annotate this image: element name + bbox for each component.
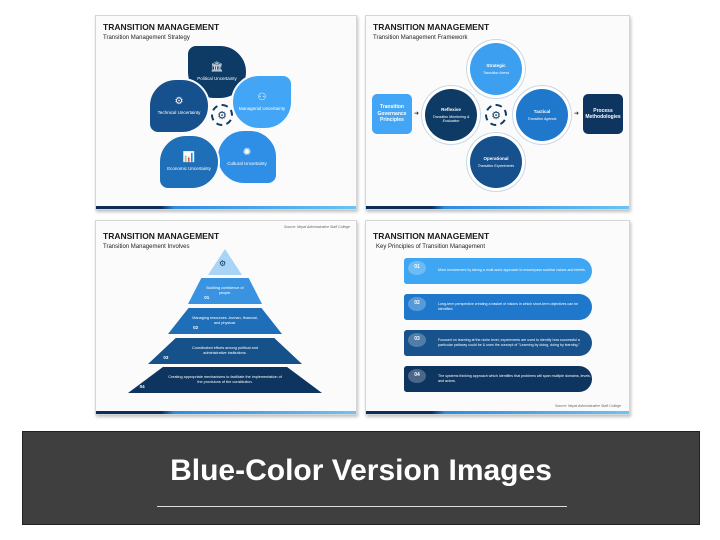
source-note: Source: Nepal Administrative Staff Colle… xyxy=(554,404,621,408)
version-banner: Blue-Color Version Images xyxy=(22,431,700,525)
slide-subtitle: Transition Management Framework xyxy=(373,35,468,41)
circle-text: Transition Agenda xyxy=(527,117,557,121)
chart-icon: 📊 xyxy=(182,152,196,163)
item-number: 03 xyxy=(408,333,426,347)
cycle-gear-icon: ⚙ xyxy=(485,104,507,126)
cycle-gear-icon: ⚙ xyxy=(219,259,227,268)
petal-technical: ⚙ Technical Uncertainty xyxy=(148,78,210,134)
banner-underline xyxy=(157,506,567,507)
petal-managerial: ⚇ Managerial Uncertainty xyxy=(231,74,293,130)
tier-text: Creating appropriate mechanisms to facil… xyxy=(168,374,282,384)
petal-label: Managerial Uncertainty xyxy=(238,106,286,111)
petal-label: Cultural Uncertainty xyxy=(227,161,267,166)
slide-title: TRANSITION MANAGEMENT xyxy=(373,231,490,241)
item-number: 01 xyxy=(408,261,426,275)
pyramid-tier: Creating appropriate mechanisms to facil… xyxy=(128,367,322,393)
item-text: More involvement by taking a multi-actor… xyxy=(438,268,586,273)
petal-cultural: ✺ Cultural Uncertainty xyxy=(216,129,278,185)
tier-number: 03 xyxy=(163,354,169,360)
arrow-right-icon: ➜ xyxy=(574,111,580,117)
circle-text: Transition Experiments xyxy=(477,164,515,168)
slide-thumbnail-key-principles[interactable]: TRANSITION MANAGEMENT Key Principles of … xyxy=(365,220,630,415)
item-text: The systems thinking approach which iden… xyxy=(438,373,591,383)
slide-title: TRANSITION MANAGEMENT xyxy=(373,22,490,32)
item-number: 04 xyxy=(408,369,426,383)
tier-text: Building confidence of people. xyxy=(206,285,244,295)
petal-label: Economic Uncertainty xyxy=(167,166,211,171)
tier-number: 01 xyxy=(204,294,210,300)
petal-label: Political Uncertainty xyxy=(197,76,237,81)
principle-item: 03 Focused on learning at the niche level… xyxy=(404,330,592,356)
slide-thumbnail-involves[interactable]: Source: Nepal Administrative Staff Colle… xyxy=(95,220,357,415)
petal-label: Technical Uncertainty xyxy=(157,110,201,115)
circle-title: Reflexive xyxy=(441,107,461,112)
petal-economic: 📊 Economic Uncertainty xyxy=(158,134,220,190)
circle-title: Tactical xyxy=(533,109,551,114)
government-building-icon: 🏛 xyxy=(210,62,224,73)
circle-text: Transition Monitoring & Evaluation xyxy=(432,115,470,123)
item-text: Long-term perspective creating a basket … xyxy=(438,301,579,311)
pyramid-tier: Building confidence of people.01 xyxy=(188,278,262,304)
banner-title: Blue-Color Version Images xyxy=(170,454,552,487)
process-methodologies-box: Process Methodologies xyxy=(583,94,623,134)
slide-footer-bar xyxy=(96,206,356,209)
principle-item: 02 Long-term perspective creating a baske… xyxy=(404,294,592,320)
circle-text: Transition Arena xyxy=(483,71,509,75)
slide-subtitle: Transition Management Strategy xyxy=(103,35,190,41)
slide-title: TRANSITION MANAGEMENT xyxy=(103,22,220,32)
slide-subtitle: Transition Management Involves xyxy=(103,244,190,250)
cycle-gear-icon: ⚙ xyxy=(211,104,233,126)
tier-number: 04 xyxy=(139,383,145,389)
slide-subtitle: Key Principles of Transition Management xyxy=(376,244,486,250)
item-number: 02 xyxy=(408,297,426,311)
people-circle-icon: ✺ xyxy=(242,147,252,158)
wrench-gear-icon: ⚙ xyxy=(174,96,184,107)
item-text: Focused on learning at the niche level, … xyxy=(438,337,580,347)
tier-text: Managing resources -human, financial, an… xyxy=(192,315,258,325)
circle-title: Operational xyxy=(483,156,509,161)
arrow-right-icon: ➜ xyxy=(414,111,420,117)
tier-number: 02 xyxy=(193,324,199,330)
circle-title: Strategic xyxy=(486,63,506,68)
pyramid-tier: Coordinated efforts among political and … xyxy=(148,338,302,364)
network-person-icon: ⚇ xyxy=(257,92,267,103)
slide-thumbnail-strategy[interactable]: TRANSITION MANAGEMENT Transition Managem… xyxy=(95,15,357,210)
slide-footer-bar xyxy=(366,411,629,414)
principle-item: 04 The systems thinking approach which id… xyxy=(404,366,592,392)
source-note: Source: Nepal Administrative Staff Colle… xyxy=(283,225,350,229)
governance-principles-box: Transition Governance Principles xyxy=(372,94,412,134)
pyramid-tier: Managing resources -human, financial, an… xyxy=(168,308,282,334)
slide-thumbnail-framework[interactable]: TRANSITION MANAGEMENT Transition Managem… xyxy=(365,15,630,210)
slide-title: TRANSITION MANAGEMENT xyxy=(103,231,220,241)
tier-text: Coordinated efforts among political and … xyxy=(192,345,258,355)
slide-footer-bar xyxy=(96,411,356,414)
slide-footer-bar xyxy=(366,206,629,209)
